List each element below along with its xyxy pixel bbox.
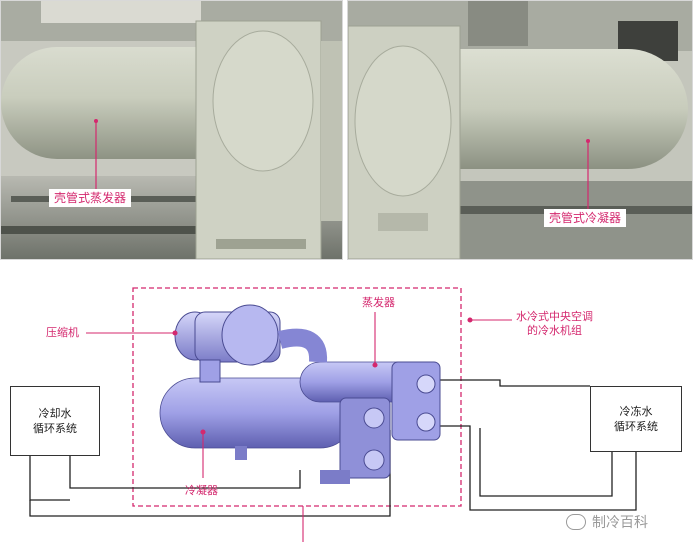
shell-tube-evaporator-label: 壳管式蒸发器 bbox=[49, 189, 132, 207]
chilled-box-line2: 循环系统 bbox=[614, 420, 658, 433]
water-cooled-chiller-label: 水冷式中央空调 的冷水机组 bbox=[516, 310, 593, 338]
evaporator-label: 蒸发器 bbox=[362, 296, 395, 309]
cooling-box-line1: 冷却水 bbox=[38, 407, 72, 420]
compressor-label: 压缩机 bbox=[46, 326, 79, 339]
condenser-label: 冷凝器 bbox=[185, 484, 218, 497]
wechat-icon bbox=[566, 514, 586, 530]
chilled-water-system-box: 冷冻水 循环系统 bbox=[590, 386, 682, 452]
unit-label-line1: 水冷式中央空调 bbox=[516, 310, 593, 323]
condenser-photo: 壳管式冷凝器 bbox=[347, 0, 693, 260]
cooling-water-system-box: 冷却水 循环系统 bbox=[10, 386, 100, 456]
evaporator-photo: 壳管式蒸发器 bbox=[0, 0, 343, 260]
condenser-photo-art bbox=[348, 1, 692, 259]
shell-tube-condenser-label: 壳管式冷凝器 bbox=[544, 209, 627, 227]
watermark: 制冷百科 bbox=[566, 512, 648, 532]
unit-label-line2: 的冷水机组 bbox=[527, 324, 582, 337]
chilled-box-line1: 冷冻水 bbox=[619, 405, 653, 418]
cooling-box-line2: 循环系统 bbox=[33, 422, 77, 435]
watermark-text: 制冷百科 bbox=[592, 515, 648, 531]
evaporator-photo-art bbox=[1, 1, 342, 259]
